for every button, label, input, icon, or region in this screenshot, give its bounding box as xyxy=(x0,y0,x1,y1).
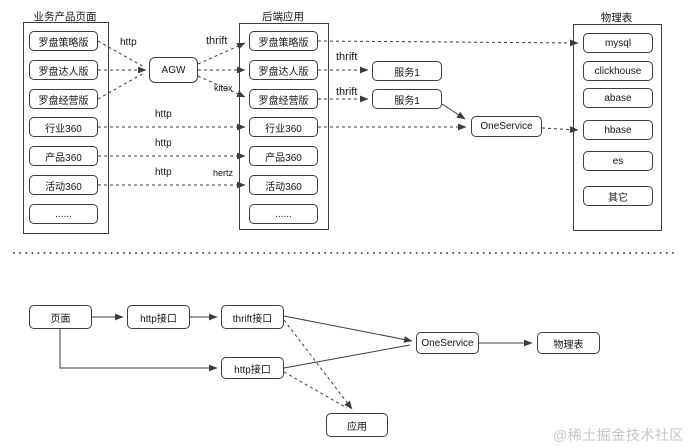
label-http-product: http xyxy=(155,138,172,149)
physical-table-node: 物理表 xyxy=(537,332,600,354)
oneservice-node-bottom: OneService xyxy=(416,332,479,354)
edge-agw-to-mid-celue xyxy=(197,42,246,65)
label-thrift-service1: thrift xyxy=(336,51,358,63)
left-item-chanpin360: 产品360 xyxy=(29,146,98,166)
mid-item-luopan-daren: 罗盘达人版 xyxy=(249,60,318,80)
service2-node: 服务1 xyxy=(372,89,442,109)
table-item-hbase: hbase xyxy=(583,120,653,140)
left-item-huodong360: 活动360 xyxy=(29,175,98,195)
physical-tables-title: 物理表 xyxy=(600,12,633,24)
left-item-ellipsis: ...... xyxy=(29,204,98,224)
left-item-luopan-daren: 罗盘达人版 xyxy=(29,60,98,80)
label-http-industry: http xyxy=(155,109,172,120)
left-item-luopan-jingying: 罗盘经营版 xyxy=(29,89,98,109)
mid-item-chanpin360: 产品360 xyxy=(249,146,318,166)
table-item-es: es xyxy=(583,151,653,171)
label-thrift-service2: thrift xyxy=(336,86,358,98)
edge-page-to-httpapi2 xyxy=(59,329,218,372)
backend-apps-title: 后端应用 xyxy=(262,11,304,23)
edge-httpapi2-to-app xyxy=(283,371,348,409)
edge-left-jingying-to-agw xyxy=(97,72,145,100)
edge-oneservice-to-hbase xyxy=(541,126,579,133)
mid-item-ellipsis: ...... xyxy=(249,204,318,224)
left-item-luopan-celue: 罗盘策略版 xyxy=(29,31,98,51)
mid-item-huodong360: 活动360 xyxy=(249,175,318,195)
table-item-mysql: mysql xyxy=(583,33,653,53)
app-node: 应用 xyxy=(326,413,388,437)
business-pages-title: 业务产品页面 xyxy=(33,11,97,23)
watermark-text: @稀土掘金技术社区 xyxy=(553,427,684,443)
edge-mid-celue-to-mysql xyxy=(317,39,579,47)
page-node: 页面 xyxy=(29,305,92,329)
http-api-node-1: http接口 xyxy=(127,305,190,329)
mid-item-luopan-celue: 罗盘策略版 xyxy=(249,31,318,51)
edge-thriftapi-to-oneservice xyxy=(283,315,413,343)
http-api-node-2: http接口 xyxy=(221,357,284,379)
label-kitex: kitex xyxy=(214,83,233,93)
left-item-hangye360: 行业360 xyxy=(29,117,98,137)
table-item-other: 其它 xyxy=(583,186,653,206)
label-http-agw: http xyxy=(120,37,137,48)
service1-node: 服务1 xyxy=(372,61,442,81)
business-pages-panel xyxy=(23,22,109,234)
edge-service2-to-oneservice xyxy=(441,103,466,120)
edge-httpapi2-to-oneservice xyxy=(283,344,411,369)
thrift-api-node: thrift接口 xyxy=(221,305,284,329)
oneservice-node-top: OneService xyxy=(471,116,542,137)
mid-item-luopan-jingying: 罗盘经营版 xyxy=(249,89,318,109)
table-item-clickhouse: clickhouse xyxy=(583,61,653,81)
table-item-abase: abase xyxy=(583,88,653,108)
agw-node: AGW xyxy=(149,57,198,83)
edge-thriftapi-to-app xyxy=(283,319,353,410)
label-http-activity: http xyxy=(155,167,172,178)
mid-item-hangye360: 行业360 xyxy=(249,117,318,137)
label-hertz: hertz xyxy=(213,168,234,178)
edge-left-celue-to-agw xyxy=(97,40,145,68)
label-thrift-agw: thrift xyxy=(206,35,228,47)
edge-agw-to-mid-jingying xyxy=(197,75,246,98)
